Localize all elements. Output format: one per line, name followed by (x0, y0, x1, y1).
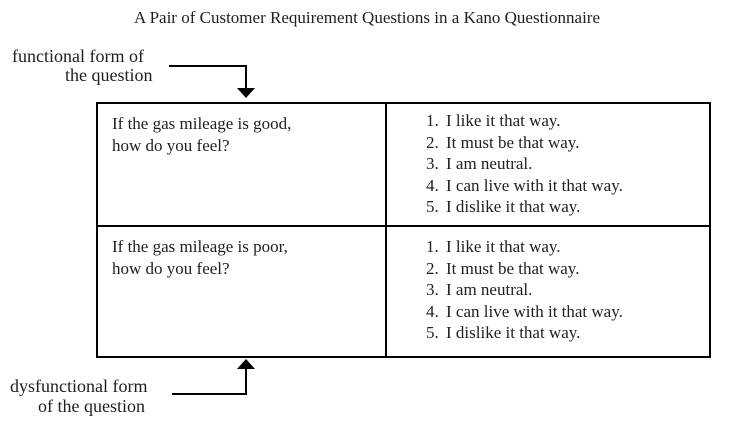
option-text: I am neutral. (446, 280, 533, 300)
dysfunctional-connector-line-vertical (245, 368, 247, 395)
option-item: 4. I can live with it that way. (426, 175, 705, 197)
figure-title: A Pair of Customer Requirement Questions… (134, 8, 600, 27)
option-item: 2. It must be that way. (426, 258, 705, 280)
question-table: If the gas mileage is good, how do you f… (96, 102, 711, 358)
functional-question-line2: how do you feel? (112, 136, 230, 155)
dysfunctional-options-cell: 1. I like it that way. 2. It must be that … (387, 227, 709, 356)
option-item: 1. I like it that way. (426, 110, 705, 132)
option-text: I dislike it that way. (446, 323, 581, 343)
option-item: 4. I can live with it that way. (426, 301, 705, 323)
dysfunctional-question-line1: If the gas mileage is poor, (112, 237, 288, 256)
option-text: I can live with it that way. (446, 301, 623, 321)
option-item: 5. I dislike it that way. (426, 196, 705, 218)
option-item: 3. I am neutral. (426, 279, 705, 301)
option-number: 1. (426, 237, 439, 256)
option-text: I like it that way. (446, 237, 561, 256)
option-text: I am neutral. (446, 154, 533, 174)
option-number: 4. (426, 301, 439, 321)
arrow-up-icon (237, 359, 255, 369)
dysfunctional-question-cell: If the gas mileage is poor, how do you f… (98, 227, 387, 356)
option-number: 3. (426, 154, 439, 174)
option-text: It must be that way. (446, 258, 580, 278)
option-number: 1. (426, 111, 439, 130)
functional-connector-line-horizontal (169, 65, 247, 67)
dysfunctional-form-label: dysfunctional form of the question (10, 376, 147, 416)
option-number: 5. (426, 323, 439, 343)
option-item: 3. I am neutral. (426, 153, 705, 175)
option-number: 3. (426, 280, 439, 300)
option-item: 2. It must be that way. (426, 132, 705, 154)
dysfunctional-connector-line-horizontal (172, 393, 247, 395)
option-text: I can live with it that way. (446, 175, 623, 195)
option-number: 4. (426, 175, 439, 195)
option-text: I dislike it that way. (446, 197, 581, 217)
option-number: 2. (426, 258, 439, 278)
dysfunctional-form-label-line1: dysfunctional form (10, 376, 148, 396)
functional-question-cell: If the gas mileage is good, how do you f… (98, 104, 387, 227)
option-number: 2. (426, 132, 439, 152)
dysfunctional-form-label-line2: of the question (38, 396, 145, 416)
functional-form-label-line2: the question (65, 65, 153, 85)
option-number: 5. (426, 197, 439, 217)
functional-form-label: functional form of the question (12, 47, 153, 85)
arrow-down-icon (237, 88, 255, 98)
option-text: I like it that way. (446, 111, 561, 130)
functional-connector-line-vertical (245, 65, 247, 90)
functional-form-label-line1: functional form of (12, 46, 144, 66)
functional-question-line1: If the gas mileage is good, (112, 114, 292, 133)
option-text: It must be that way. (446, 132, 580, 152)
option-item: 5. I dislike it that way. (426, 322, 705, 344)
functional-options-cell: 1. I like it that way. 2. It must be that … (387, 104, 709, 227)
dysfunctional-question-line2: how do you feel? (112, 259, 230, 278)
option-item: 1. I like it that way. (426, 236, 705, 258)
